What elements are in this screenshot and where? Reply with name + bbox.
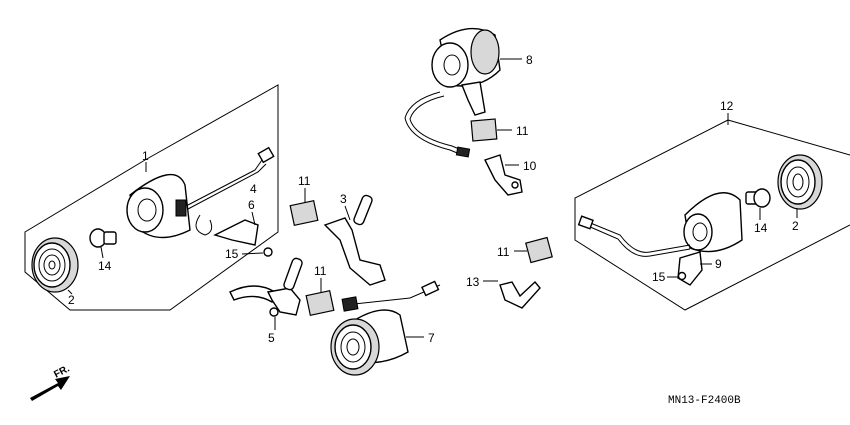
connector-8 bbox=[455, 146, 471, 158]
bracket-4: 4 6 15 bbox=[213, 182, 273, 261]
direction-label: FR. bbox=[52, 363, 72, 380]
callout-14-left: 14 bbox=[98, 259, 112, 273]
bracket-5: 5 bbox=[229, 257, 303, 345]
callout-1: 1 bbox=[142, 149, 149, 163]
callout-15-right: 15 bbox=[652, 270, 666, 284]
callout-11-b: 11 bbox=[314, 264, 327, 278]
connector-right bbox=[577, 215, 594, 230]
callout-11-d: 11 bbox=[497, 245, 510, 259]
callout-3: 3 bbox=[340, 192, 347, 206]
wire-8 bbox=[404, 91, 463, 156]
callout-14-right: 14 bbox=[754, 221, 768, 235]
callout-7: 7 bbox=[428, 331, 435, 345]
connector-left bbox=[257, 146, 275, 164]
bolt-15-left bbox=[263, 247, 273, 257]
wire-left bbox=[187, 159, 263, 206]
lens-2-right bbox=[777, 154, 823, 210]
callout-4: 4 bbox=[250, 182, 257, 196]
callout-13: 13 bbox=[466, 275, 480, 289]
callout-8: 8 bbox=[526, 53, 533, 67]
housing-right bbox=[683, 192, 743, 253]
grommet-11-c: 11 bbox=[470, 118, 529, 142]
turn-signal-7: 7 bbox=[330, 280, 441, 376]
callout-2-right: 2 bbox=[792, 219, 799, 233]
housing-left bbox=[126, 173, 191, 239]
bulb-14-right bbox=[745, 188, 771, 208]
callout-9: 9 bbox=[715, 257, 722, 271]
grommet-11-b: 11 bbox=[305, 264, 335, 316]
callout-11-a: 11 bbox=[298, 174, 311, 188]
connector-7 bbox=[421, 280, 440, 297]
bracket-9 bbox=[677, 251, 703, 286]
wire-right bbox=[587, 221, 691, 253]
callout-2-left: 2 bbox=[68, 293, 75, 307]
callout-15-left: 15 bbox=[225, 247, 239, 261]
callout-11-c: 11 bbox=[516, 124, 529, 138]
bracket-13: 13 bbox=[466, 275, 541, 309]
left-turn-signal-assembly: 1 2 14 bbox=[24, 84, 279, 311]
grommet-11-d: 11 bbox=[497, 236, 553, 264]
callout-10: 10 bbox=[523, 159, 537, 173]
callout-5: 5 bbox=[268, 331, 275, 345]
assembly-boundary-12 bbox=[574, 119, 850, 311]
lens-2-left bbox=[31, 237, 79, 293]
callout-6: 6 bbox=[248, 198, 255, 212]
callout-12: 12 bbox=[720, 99, 734, 113]
assembly-boundary-1 bbox=[24, 84, 279, 311]
front-direction-arrow: FR. bbox=[30, 363, 72, 401]
right-turn-signal-assembly: 12 2 14 9 bbox=[574, 99, 850, 311]
bracket-10: 10 bbox=[484, 154, 537, 196]
turn-signal-8: 8 bbox=[404, 27, 533, 158]
bulb-14-left bbox=[89, 228, 117, 248]
grommet-11-a: 11 bbox=[289, 174, 319, 226]
bolt-15-right bbox=[677, 271, 687, 281]
diagram-code: MN13-F2400B bbox=[668, 395, 741, 407]
bracket-3: 3 bbox=[323, 192, 386, 286]
